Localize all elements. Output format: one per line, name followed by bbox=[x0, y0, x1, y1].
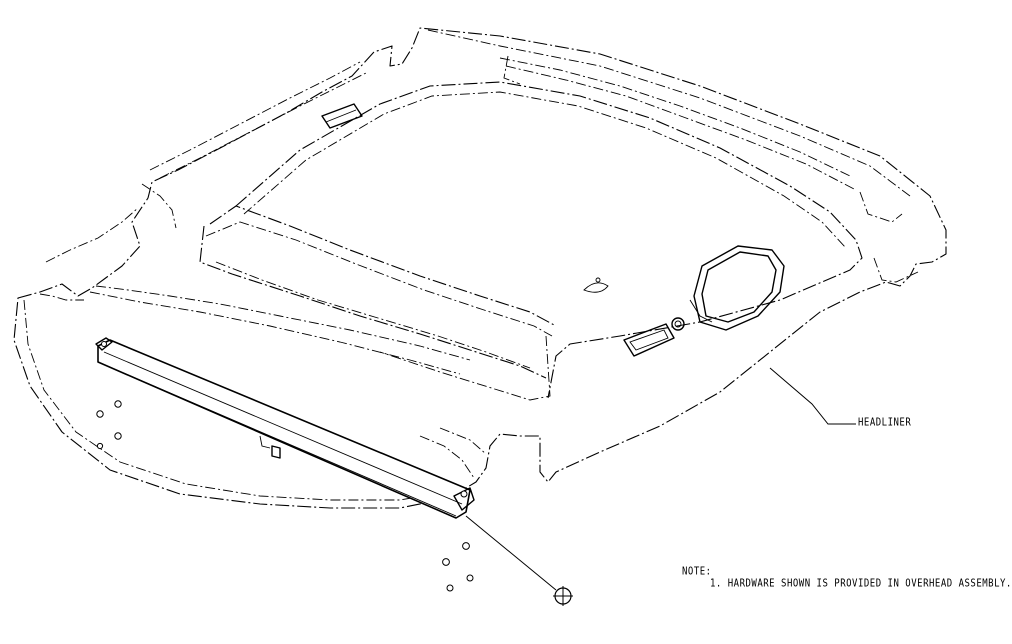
hardware-leader-line bbox=[465, 515, 557, 591]
hardware-fastener bbox=[96, 442, 104, 450]
hardware-bottom-group bbox=[442, 542, 474, 592]
hardware-fastener bbox=[462, 542, 470, 550]
hardware-fastener bbox=[466, 574, 474, 582]
hardware-fastener bbox=[442, 558, 450, 566]
hardware-fastener bbox=[114, 400, 122, 408]
headliner-center-panel bbox=[199, 81, 863, 401]
headliner-leader-line bbox=[769, 367, 856, 425]
hardware-fastener bbox=[96, 410, 104, 418]
overhead-console bbox=[623, 245, 785, 357]
note-item: 1. HARDWARE SHOWN IS PROVIDED IN OVERHEA… bbox=[710, 578, 1012, 590]
headliner-label: HEADLINER bbox=[858, 417, 912, 429]
rail-bar bbox=[95, 337, 475, 519]
hardware-fastener bbox=[114, 432, 122, 440]
hardware-left-group bbox=[96, 400, 122, 450]
hardware-fastener bbox=[446, 584, 454, 592]
headliner-panel bbox=[13, 27, 947, 509]
circle-crosshair-icon bbox=[553, 586, 573, 606]
note-title: NOTE: bbox=[682, 566, 712, 578]
